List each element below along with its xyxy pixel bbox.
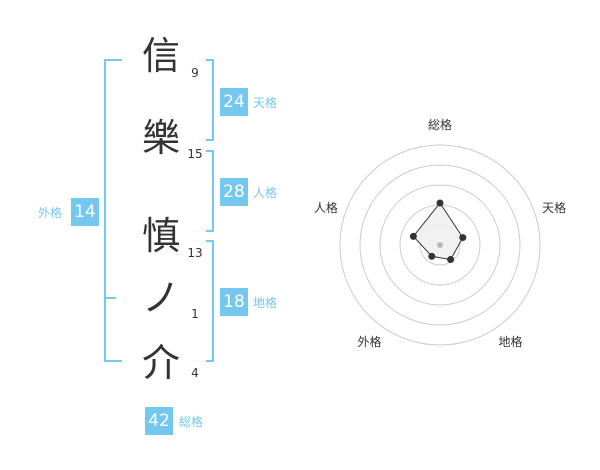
name-char-4: ノ: [141, 276, 180, 320]
radar-point: [459, 234, 467, 242]
tenkaku-label: 天格: [253, 96, 278, 110]
soukaku-label: 総格: [179, 415, 204, 429]
stroke-count-3: 13: [187, 246, 203, 260]
radar-grid-ring: [339, 144, 541, 346]
chikaku-label: 地格: [253, 296, 278, 310]
jinkaku-bracket: [206, 150, 214, 232]
gaikaku-badge: 14: [71, 198, 99, 226]
name-char-2: 樂: [141, 116, 180, 160]
radar-point: [436, 199, 444, 207]
jinkaku-label: 人格: [253, 186, 278, 200]
tenkaku-badge: 24: [220, 88, 248, 116]
radar-point: [409, 232, 417, 240]
radar-point: [447, 256, 455, 264]
radar-axis-label: 外格: [357, 334, 381, 349]
radar-grid-ring: [359, 164, 521, 326]
soukaku-badge: 42: [145, 407, 173, 435]
name-char-1: 信: [141, 34, 180, 78]
stroke-count-5: 4: [191, 366, 199, 380]
radar-axis-label: 人格: [314, 200, 338, 215]
radar-axis-label: 地格: [499, 334, 523, 349]
radar-center-dot: [437, 242, 443, 248]
radar-axis-label: 天格: [542, 200, 566, 215]
chikaku-bracket: [206, 240, 214, 362]
name-char-5: 介: [141, 341, 180, 385]
stroke-count-4: 1: [191, 307, 199, 321]
name-char-3: 慎: [141, 214, 180, 258]
chikaku-badge: 18: [220, 288, 248, 316]
gaikaku-label: 外格: [38, 206, 63, 220]
radar-grid-ring: [379, 184, 501, 306]
gaikaku-bracket-tick: [104, 297, 116, 299]
radar-series-area: [412, 202, 464, 261]
tenkaku-bracket: [206, 59, 214, 141]
jinkaku-badge: 28: [220, 178, 248, 206]
radar-point: [428, 252, 436, 260]
gaikaku-bracket: [104, 59, 122, 362]
radar-axis-label: 総格: [428, 117, 452, 132]
stroke-count-2: 15: [187, 147, 203, 161]
stroke-count-1: 9: [191, 66, 199, 80]
